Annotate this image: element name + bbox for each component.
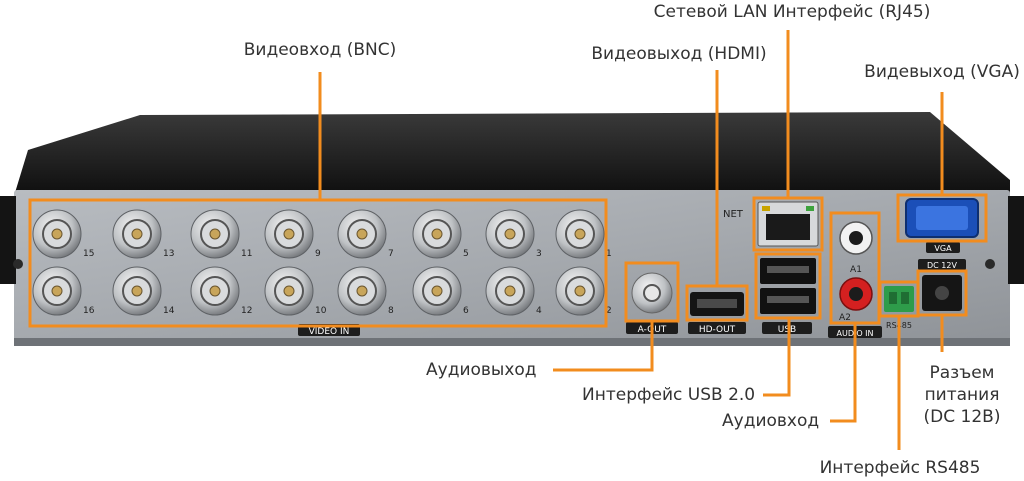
bnc-channel-number: 12 (241, 306, 252, 316)
bnc-channel-number: 8 (388, 306, 394, 316)
vga-plate (926, 242, 960, 253)
dc-jack-center (935, 286, 949, 300)
bnc-connector-pin (574, 228, 586, 240)
bnc-connector-pin (356, 228, 368, 240)
bnc-channel-number: 5 (463, 249, 469, 259)
chassis-base (14, 338, 1010, 346)
rs485-pin-right (901, 292, 909, 304)
a1-text: A1 (850, 265, 862, 275)
hd-out-plate (688, 322, 746, 334)
bnc-connector-pin (504, 285, 516, 297)
label-power-line3: (DC 12В) (923, 407, 1001, 427)
bnc-connectors: 15 13 11 9 7 5 3 1 16 14 12 10 8 6 4 2 (32, 209, 612, 316)
box-vga (896, 193, 988, 243)
bnc-connector-pin (574, 285, 586, 297)
dc-plate (918, 259, 966, 270)
bnc-channel-number: 14 (163, 306, 175, 316)
bnc-connector-pin (431, 228, 443, 240)
bnc-channel-number: 6 (463, 306, 469, 316)
bnc-connector-pin (283, 228, 295, 240)
bnc-connector-pin (51, 228, 63, 240)
leader-audio-in (830, 324, 857, 423)
usb-plate (762, 322, 812, 334)
screw-left (13, 259, 23, 269)
rj45-led-left (762, 206, 770, 211)
label-video-in-bnc: Видеовход (BNC) (243, 40, 397, 60)
leader-audio-out (553, 322, 654, 372)
box-lan (752, 196, 824, 252)
bnc-connector-pin (131, 285, 143, 297)
bnc-channel-number: 9 (315, 249, 321, 259)
label-rs485: Интерфейс RS485 (819, 458, 981, 478)
bnc-channel-number: 11 (241, 249, 252, 259)
a2-text: A2 (839, 313, 851, 323)
label-power: Разъем питания (DC 12В) (892, 362, 1024, 428)
bnc-channel-number: 1 (606, 249, 612, 259)
usb-port-bottom-tongue (767, 296, 809, 303)
left-flange (0, 196, 16, 284)
label-usb: Интерфейс USB 2.0 (582, 385, 756, 405)
video-in-text: VIDEO IN (309, 327, 350, 337)
bnc-channel-number: 3 (536, 249, 542, 259)
bnc-connector-pin (283, 285, 295, 297)
audio-in-a1-center (849, 231, 863, 245)
bnc-connector-pin (209, 285, 221, 297)
vga-port-inner (916, 206, 968, 230)
leader-lines (318, 30, 944, 450)
label-audio-in: Аудиовход (722, 411, 820, 431)
label-audio-out: Аудиовыход (426, 360, 537, 380)
label-power-line1: Разъем (929, 363, 995, 383)
dc-text: DC 12V (927, 261, 957, 270)
hd-out-text: HD-OUT (699, 325, 736, 335)
net-text: NET (723, 209, 744, 220)
bnc-channel-number: 10 (315, 306, 327, 316)
bnc-connector-pin (431, 285, 443, 297)
label-power-line2: питания (924, 385, 1000, 405)
screw-right (985, 259, 995, 269)
usb-port-top-tongue (767, 266, 809, 273)
rj45-socket (766, 214, 810, 240)
bnc-connector-pin (51, 285, 63, 297)
box-audio-out (624, 261, 680, 323)
label-video-out-vga: Видевыход (VGA) (864, 62, 1020, 82)
label-video-out-hdmi: Видеовыход (HDMI) (591, 44, 767, 64)
box-audio-in (829, 211, 881, 325)
bnc-channel-number: 15 (83, 249, 94, 259)
leader-usb (763, 318, 791, 397)
highlight-boxes (28, 193, 988, 328)
bnc-channel-number: 16 (83, 306, 95, 316)
rs485-pin-left (889, 292, 897, 304)
audio-out-rca-center (643, 284, 661, 302)
hdmi-port-inner (697, 299, 737, 308)
bnc-connector-pin (131, 228, 143, 240)
audio-in-a2-center (849, 287, 863, 301)
bnc-connector-pin (356, 285, 368, 297)
chassis-top (14, 112, 1010, 196)
box-power (916, 269, 968, 317)
bnc-channel-number: 7 (388, 249, 394, 259)
rj45-led-right (806, 206, 814, 211)
box-video-in (28, 198, 608, 328)
bnc-channel-number: 13 (163, 249, 174, 259)
label-lan: Сетевой LAN Интерфейс (RJ45) (653, 2, 931, 22)
rs485-terminal (884, 286, 914, 312)
bnc-connector-pin (209, 228, 221, 240)
vga-text: VGA (934, 244, 952, 253)
right-flange (1008, 196, 1024, 284)
bnc-connector-pin (504, 228, 516, 240)
bnc-channel-number: 2 (606, 306, 612, 316)
bnc-channel-number: 4 (536, 306, 542, 316)
usb-text: USB (778, 325, 796, 335)
box-hdmi (685, 284, 749, 322)
